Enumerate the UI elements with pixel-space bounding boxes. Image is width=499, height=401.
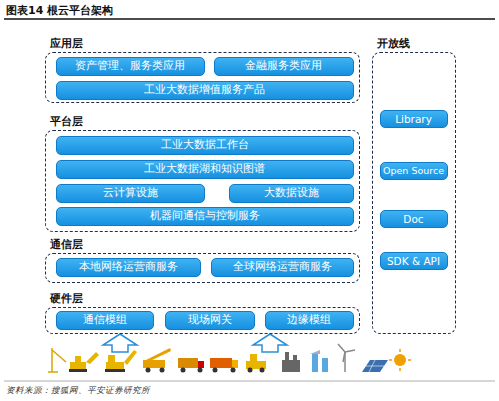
module-box: Library (380, 110, 448, 128)
box-label: 大数据设施 (264, 186, 319, 200)
module-box: 大数据设施 (229, 184, 354, 203)
title: 图表14 根云平台架构 (6, 3, 113, 18)
module-box: 边缘模组 (265, 311, 354, 330)
box-label: 资产管理、服务类应用 (75, 59, 185, 73)
box-label: 工业大数据增值服务产品 (144, 83, 265, 97)
box-label: 云计算设施 (103, 186, 158, 200)
footer-rule (4, 381, 495, 382)
box-label: Open Source (383, 165, 444, 176)
layer-heading: 硬件层 (50, 291, 83, 306)
module-box: Open Source (380, 162, 448, 180)
box-label: Doc (403, 213, 423, 225)
layer-heading: 平台层 (50, 114, 83, 129)
box-label: 边缘模组 (287, 313, 331, 327)
layer-heading: 应用层 (50, 36, 83, 51)
module-box: 云计算设施 (56, 184, 205, 203)
box-label: 现场网关 (188, 313, 232, 327)
box-label: 全球网络运营商服务 (233, 260, 332, 274)
layer-group: 开放线LibraryOpen SourceDocSDK & API (372, 52, 456, 334)
layer-group: 应用层资产管理、服务类应用金融服务类应用工业大数据增值服务产品 (45, 52, 360, 103)
module-box: 全球网络运营商服务 (211, 258, 354, 277)
box-label: SDK & API (387, 255, 440, 267)
module-box: SDK & API (380, 252, 448, 270)
layer-heading: 开放线 (377, 36, 410, 51)
module-box: 金融服务类应用 (214, 57, 354, 76)
module-box: 工业大数据湖和知识图谱 (56, 160, 354, 179)
module-box: 本地网络运营商服务 (56, 258, 201, 277)
box-label: 机器间通信与控制服务 (150, 209, 260, 223)
layer-group: 硬件层通信模组现场网关边缘模组 (45, 307, 360, 334)
module-box: 机器间通信与控制服务 (56, 207, 354, 226)
module-box: 工业大数据工作台 (56, 136, 354, 155)
module-box: 现场网关 (165, 311, 255, 330)
box-label: Library (395, 113, 432, 125)
box-label: 通信模组 (83, 313, 127, 327)
layer-heading: 通信层 (50, 237, 83, 252)
module-box: 资产管理、服务类应用 (56, 57, 205, 76)
up-arrows (103, 334, 287, 352)
layer-group: 平台层工业大数据工作台工业大数据湖和知识图谱云计算设施大数据设施机器间通信与控制… (45, 130, 360, 232)
box-label: 工业大数据湖和知识图谱 (144, 162, 265, 176)
machine-icons (48, 344, 411, 373)
title-rule (4, 18, 495, 20)
box-label: 本地网络运营商服务 (79, 260, 178, 274)
layer-group: 通信层本地网络运营商服务全球网络运营商服务 (45, 253, 360, 283)
box-label: 工业大数据工作台 (161, 138, 249, 152)
module-box: 通信模组 (56, 311, 154, 330)
box-label: 金融服务类应用 (245, 59, 322, 73)
source-caption: 资料来源：搜狐网、平安证券研究所 (6, 385, 150, 397)
module-box: Doc (380, 210, 448, 228)
module-box: 工业大数据增值服务产品 (56, 81, 354, 100)
